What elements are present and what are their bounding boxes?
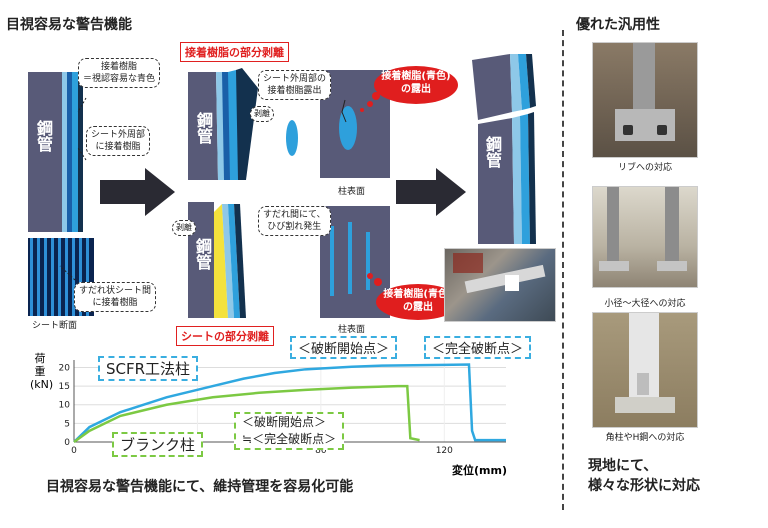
callout-peel-top: 剥離 (250, 106, 274, 122)
section-divider (562, 30, 564, 510)
pipe-label-mid-top: 鋼管 (194, 112, 213, 144)
y-tick-label: 0 (64, 438, 70, 448)
pipe-label-left: 鋼管 (34, 120, 53, 152)
y-tick-label: 20 (59, 363, 71, 373)
versatility-summary: 現地にて、 様々な形状に対応 (588, 458, 700, 494)
sheet-section-caption: シート断面 (32, 321, 78, 331)
y-tick-label: 5 (64, 419, 70, 429)
bottom-caption: 目視容易な警告機能にて、維持管理を容易化可能 (46, 479, 354, 495)
partial-peel-sheet-label: シートの部分剥離 (176, 326, 274, 346)
callout-peel-bottom: 剥離 (172, 220, 196, 236)
x-tick-label: 80 (315, 446, 327, 456)
y-tick-label: 15 (59, 382, 70, 392)
callout-reed-sheet: すだれ状シート間 に接着樹脂 (74, 282, 157, 312)
h-steel-photo (592, 312, 698, 428)
y-tick-label: 10 (59, 401, 71, 411)
diameter-caption: 小径～大径への対応 (604, 299, 686, 309)
rib-photo (592, 42, 698, 158)
h-steel-caption: 角柱やH鋼への対応 (605, 433, 685, 443)
chart-ylabel: 荷 重 (kN) (30, 352, 54, 391)
partial-peel-resin-label: 接着樹脂の部分剥離 (180, 42, 289, 62)
x-tick-label: 120 (436, 446, 453, 456)
warning-function-title: 目視容易な警告機能 (6, 17, 132, 33)
lab-test-photo (444, 248, 556, 322)
full-break-label: ＜完全破断点＞ (424, 336, 532, 359)
blob-exposed-top: 接着樹脂(青色) の露出 (374, 66, 458, 104)
column-surface-bottom-caption: 柱表面 (338, 325, 366, 335)
callout-crack: すだれ間にて、 ひび割れ発生 (258, 206, 331, 236)
diameter-photo (592, 186, 698, 288)
break-start-label: ＜破断開始点＞ (290, 336, 398, 359)
pipe-label-mid-bottom: 鋼管 (193, 238, 212, 270)
rib-caption: リブへの対応 (617, 163, 672, 173)
blank-column-label: ブランク柱 (112, 432, 204, 457)
scfr-column-label: SCFR工法柱 (98, 356, 199, 381)
callout-sheet-outer: シート外周部 に接着樹脂 (86, 126, 151, 156)
blank-break-label: ＜破断開始点＞ ≒＜完全破断点＞ (234, 412, 345, 450)
x-tick-label: 0 (71, 446, 77, 456)
callout-resin-blue: 接着樹脂 ＝視認容易な青色 (78, 58, 161, 88)
blank-break-line2: ≒＜完全破断点＞ (242, 432, 337, 446)
column-surface-top-caption: 柱表面 (338, 187, 366, 197)
versatility-title: 優れた汎用性 (576, 17, 660, 33)
series-line-blank (73, 384, 420, 444)
callout-exposed: シート外周部の 接着樹脂露出 (258, 70, 332, 100)
pipe-label-right: 鋼管 (483, 136, 502, 168)
blank-break-line1: ＜破断開始点＞ (242, 415, 327, 429)
chart-xlabel: 変位(mm) (452, 464, 507, 477)
series-line-scfr (73, 363, 506, 443)
